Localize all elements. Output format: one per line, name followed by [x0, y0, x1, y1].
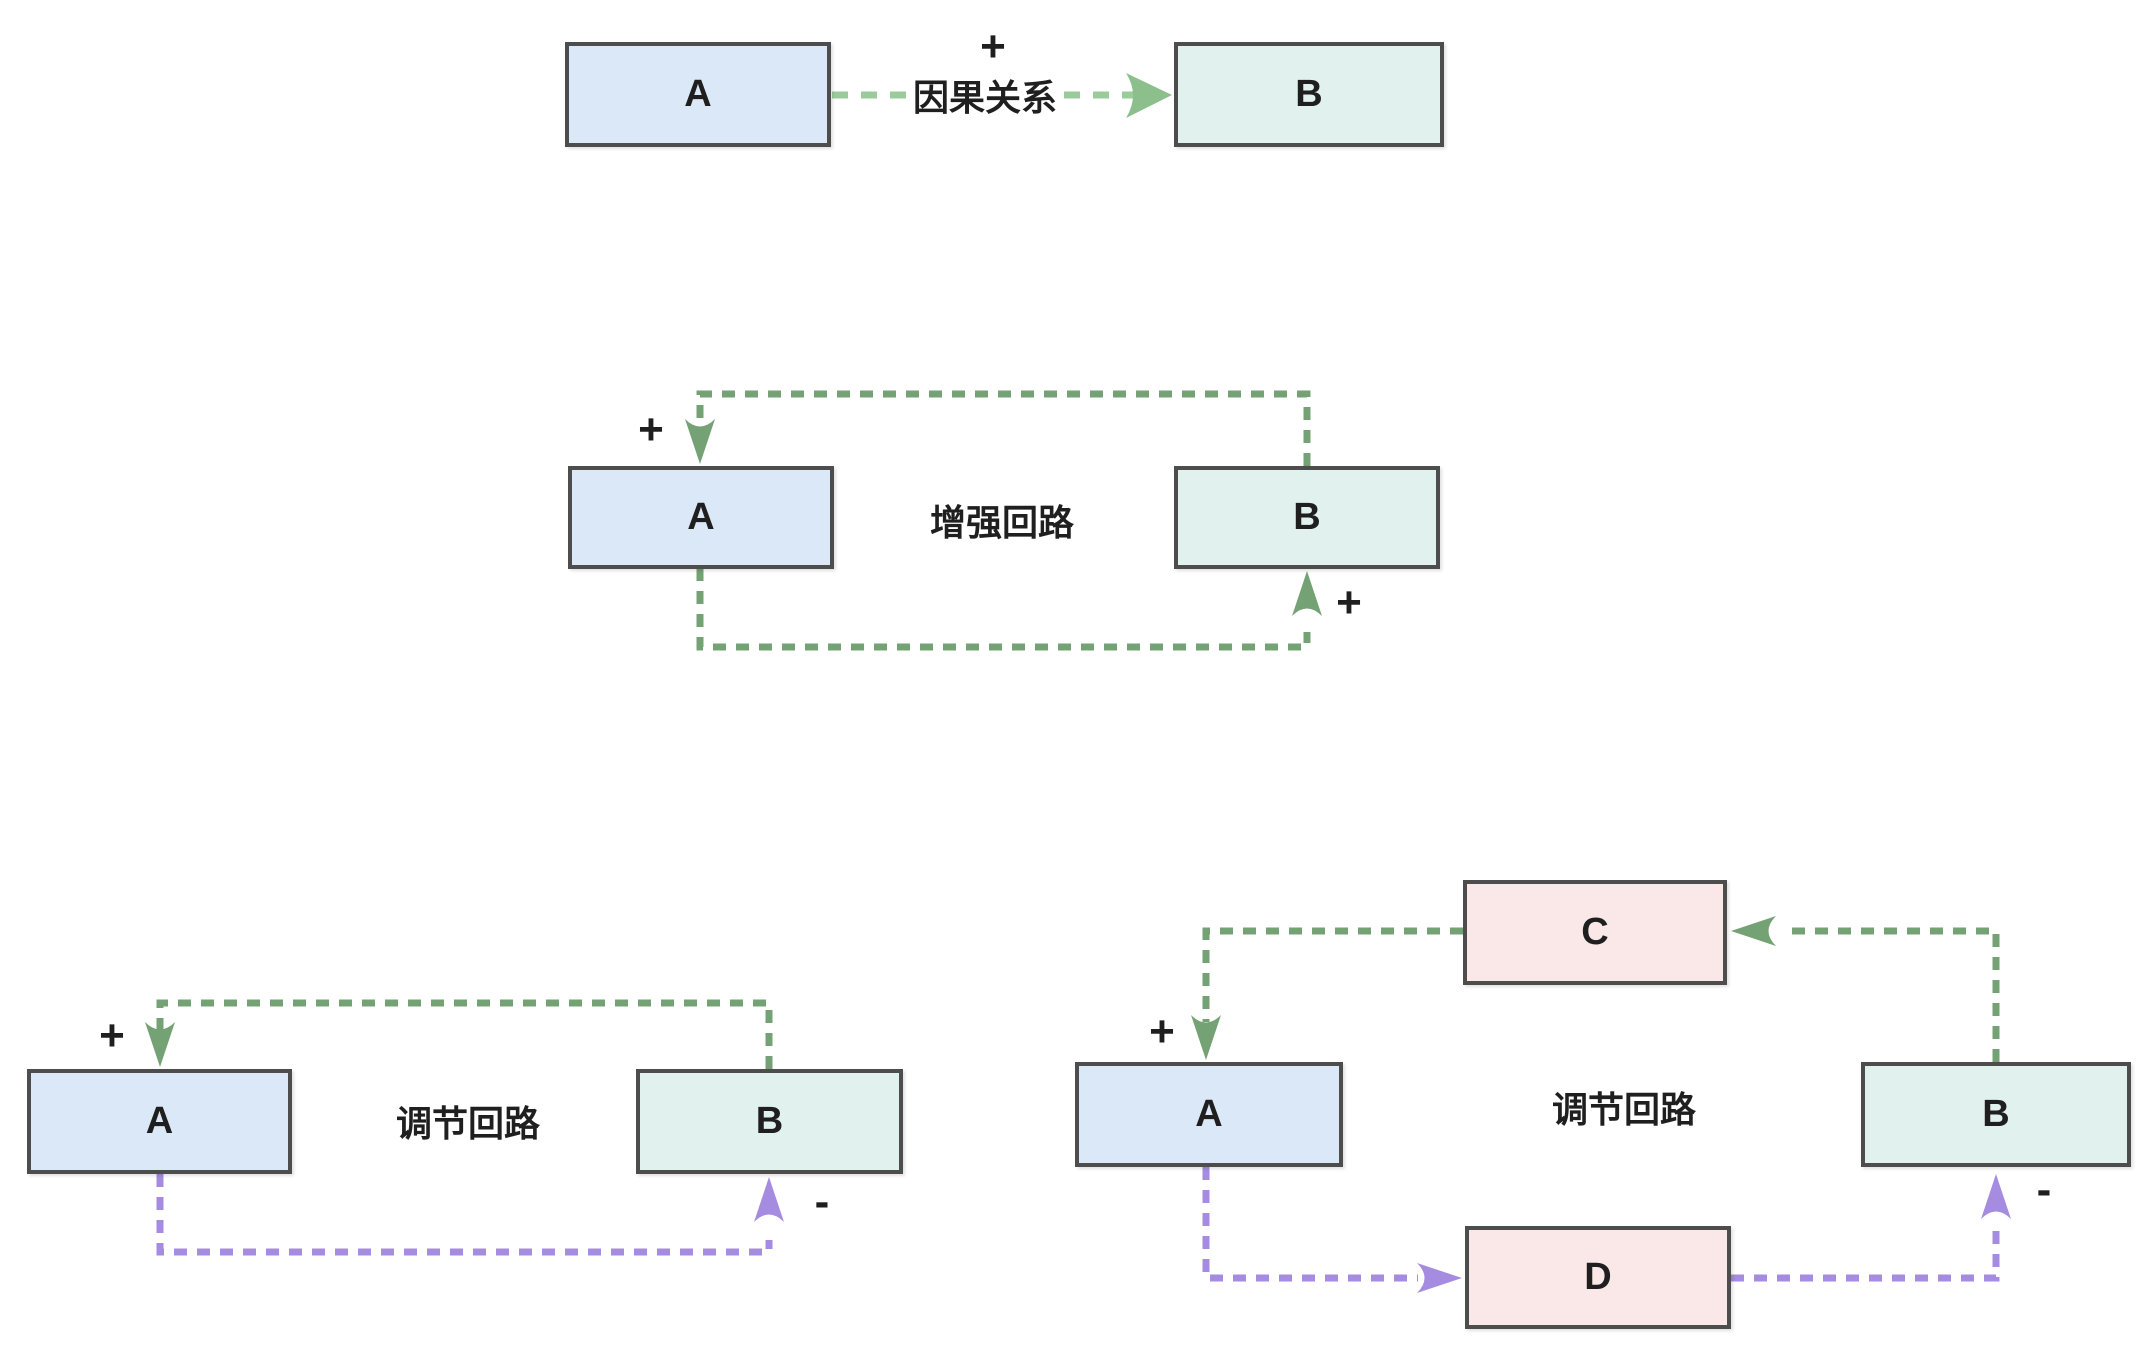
- balancing4-arrowhead-into-c-icon: [1731, 916, 1776, 946]
- balancing-arrowhead-into-b-icon: [754, 1177, 784, 1222]
- reinforcing-node-b: B: [1174, 466, 1440, 569]
- balancing4-arrowhead-into-b-icon: [1981, 1174, 2011, 1219]
- reinforcing-arrowhead-into-b-icon: [1292, 571, 1322, 616]
- reinforcing-edge-b-to-a: [696, 390, 1311, 466]
- reinforcing-loop-label: 增强回路: [929, 502, 1075, 543]
- balancing-edge-b-to-a: [156, 999, 773, 1069]
- balancing4-sign-bottom: -: [2036, 1165, 2052, 1214]
- balancing-sign-bottom: -: [814, 1177, 830, 1226]
- balancing-node-a: A: [27, 1069, 292, 1174]
- balancing4-arrowhead-into-d-icon: [1417, 1263, 1462, 1293]
- balancing-node-b: B: [636, 1069, 903, 1174]
- balancing-loop-label: 调节回路: [395, 1103, 541, 1144]
- balancing4-arrowhead-into-a-icon: [1191, 1015, 1221, 1060]
- balancing-arrowhead-into-a-icon: [145, 1022, 175, 1067]
- reinforcing-node-a: A: [568, 466, 834, 569]
- balancing4-loop-label: 调节回路: [1551, 1089, 1697, 1130]
- causal-arrowhead-icon: [1126, 73, 1172, 118]
- causal-sign-plus: +: [980, 22, 1006, 71]
- reinforcing-sign-bottom: +: [1336, 578, 1362, 627]
- balancing-edge-a-to-b: [156, 1174, 773, 1256]
- balancing-sign-top: +: [99, 1011, 125, 1060]
- causal-edge-label: 因果关系: [906, 69, 1064, 121]
- balancing4-node-c: C: [1463, 880, 1727, 985]
- reinforcing-sign-top: +: [638, 405, 664, 454]
- causal-node-a: A: [565, 42, 831, 147]
- balancing4-node-d: D: [1465, 1226, 1731, 1329]
- causal-node-b: B: [1174, 42, 1444, 147]
- balancing4-edge-d-to-b: [1731, 1222, 2000, 1282]
- balancing4-node-b: B: [1861, 1062, 2131, 1167]
- balancing4-edge-a-to-d: [1202, 1167, 1418, 1282]
- balancing4-sign-top: +: [1149, 1007, 1175, 1056]
- reinforcing-edge-a-to-b: [696, 568, 1311, 651]
- balancing4-edge-c-to-a: [1202, 927, 1463, 1022]
- balancing4-edge-b-to-c: [1782, 927, 2000, 1062]
- balancing4-node-a: A: [1075, 1062, 1343, 1167]
- reinforcing-arrowhead-into-a-icon: [685, 419, 715, 464]
